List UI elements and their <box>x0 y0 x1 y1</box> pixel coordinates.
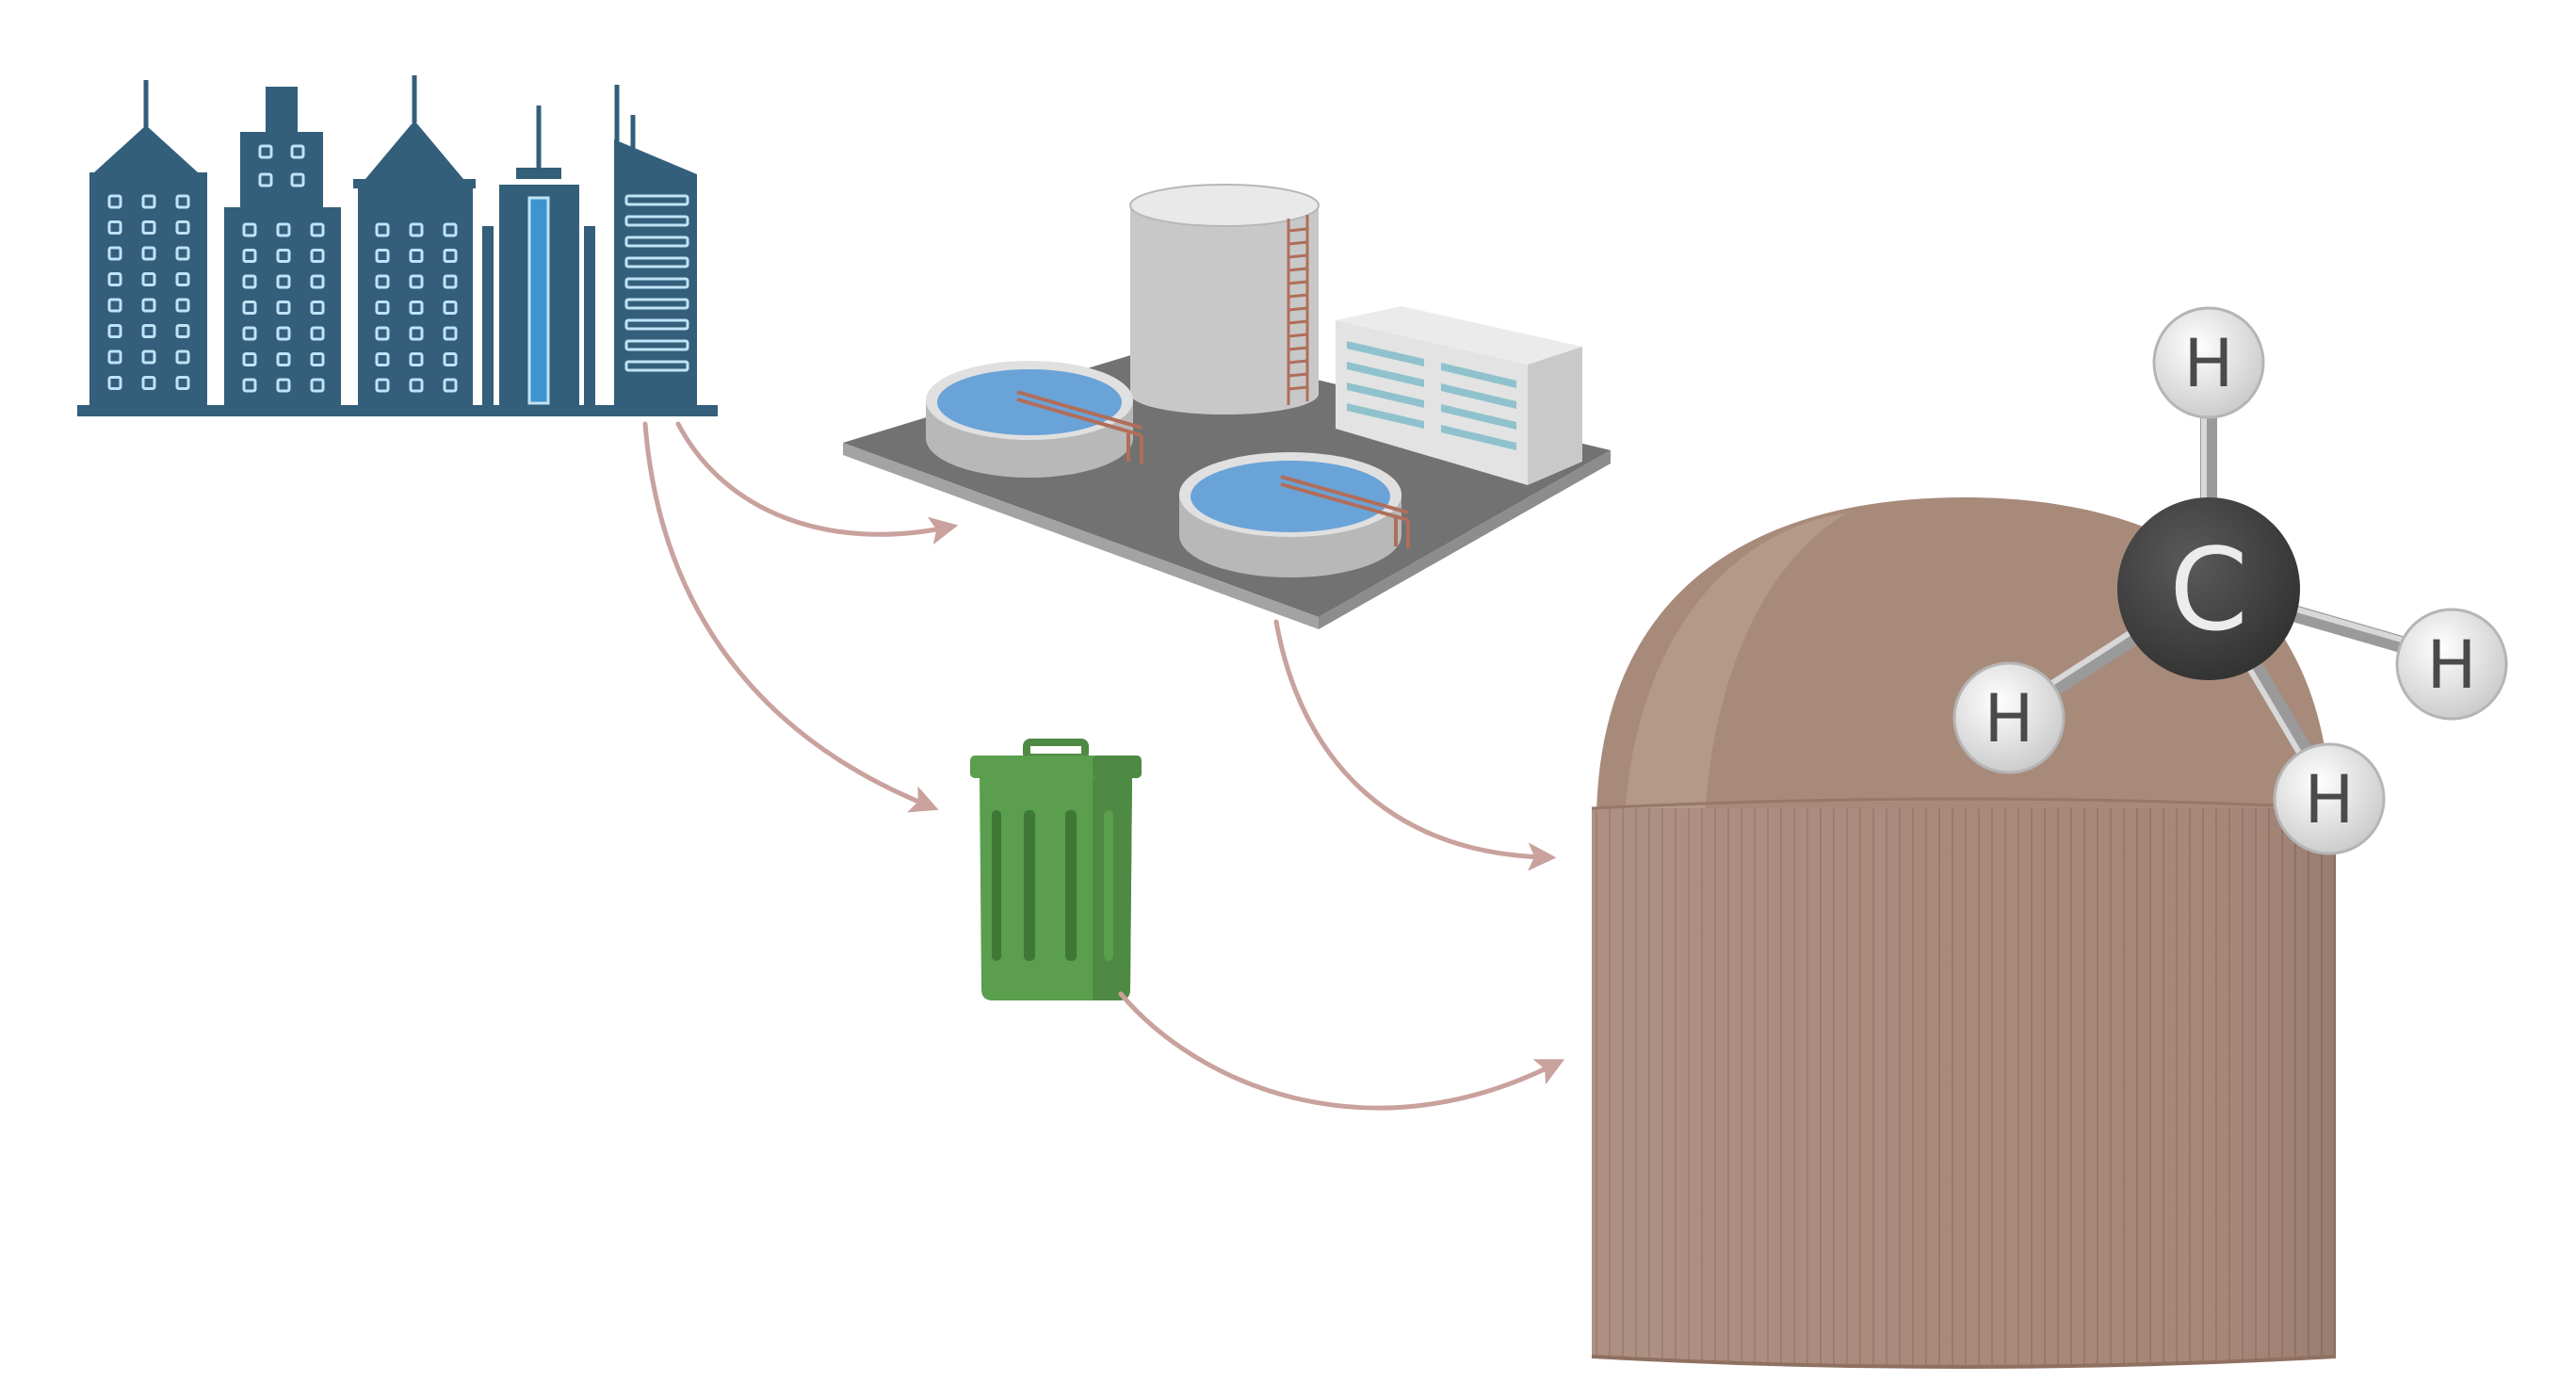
arrow-city-to-treatment <box>675 421 959 545</box>
trash-bin-icon <box>970 739 1142 1000</box>
arrow-treatment-to-digester <box>1273 619 1557 871</box>
arrow-waste-to-digester <box>1118 991 1565 1111</box>
hydrogen-atom-left: H <box>1952 661 2066 774</box>
hydrogen-label: H <box>2184 325 2234 402</box>
hydrogen-atom-bottom: H <box>2273 742 2386 855</box>
carbon-atom: C <box>2117 497 2300 680</box>
city-buildings-icon <box>77 75 718 416</box>
hydrogen-atom-right: H <box>2395 608 2508 721</box>
hydrogen-atom-top: H <box>2152 306 2265 419</box>
hydrogen-label: H <box>2427 626 2477 704</box>
arrow-city-to-waste <box>642 421 939 813</box>
carbon-label: C <box>2169 526 2248 657</box>
hydrogen-label: H <box>2305 761 2355 838</box>
hydrogen-label: H <box>1985 680 2034 757</box>
methane-molecule-icon: C H H H H <box>1952 306 2508 855</box>
wastewater-treatment-plant-icon <box>843 184 1611 629</box>
flow-arrows <box>642 421 1565 1111</box>
